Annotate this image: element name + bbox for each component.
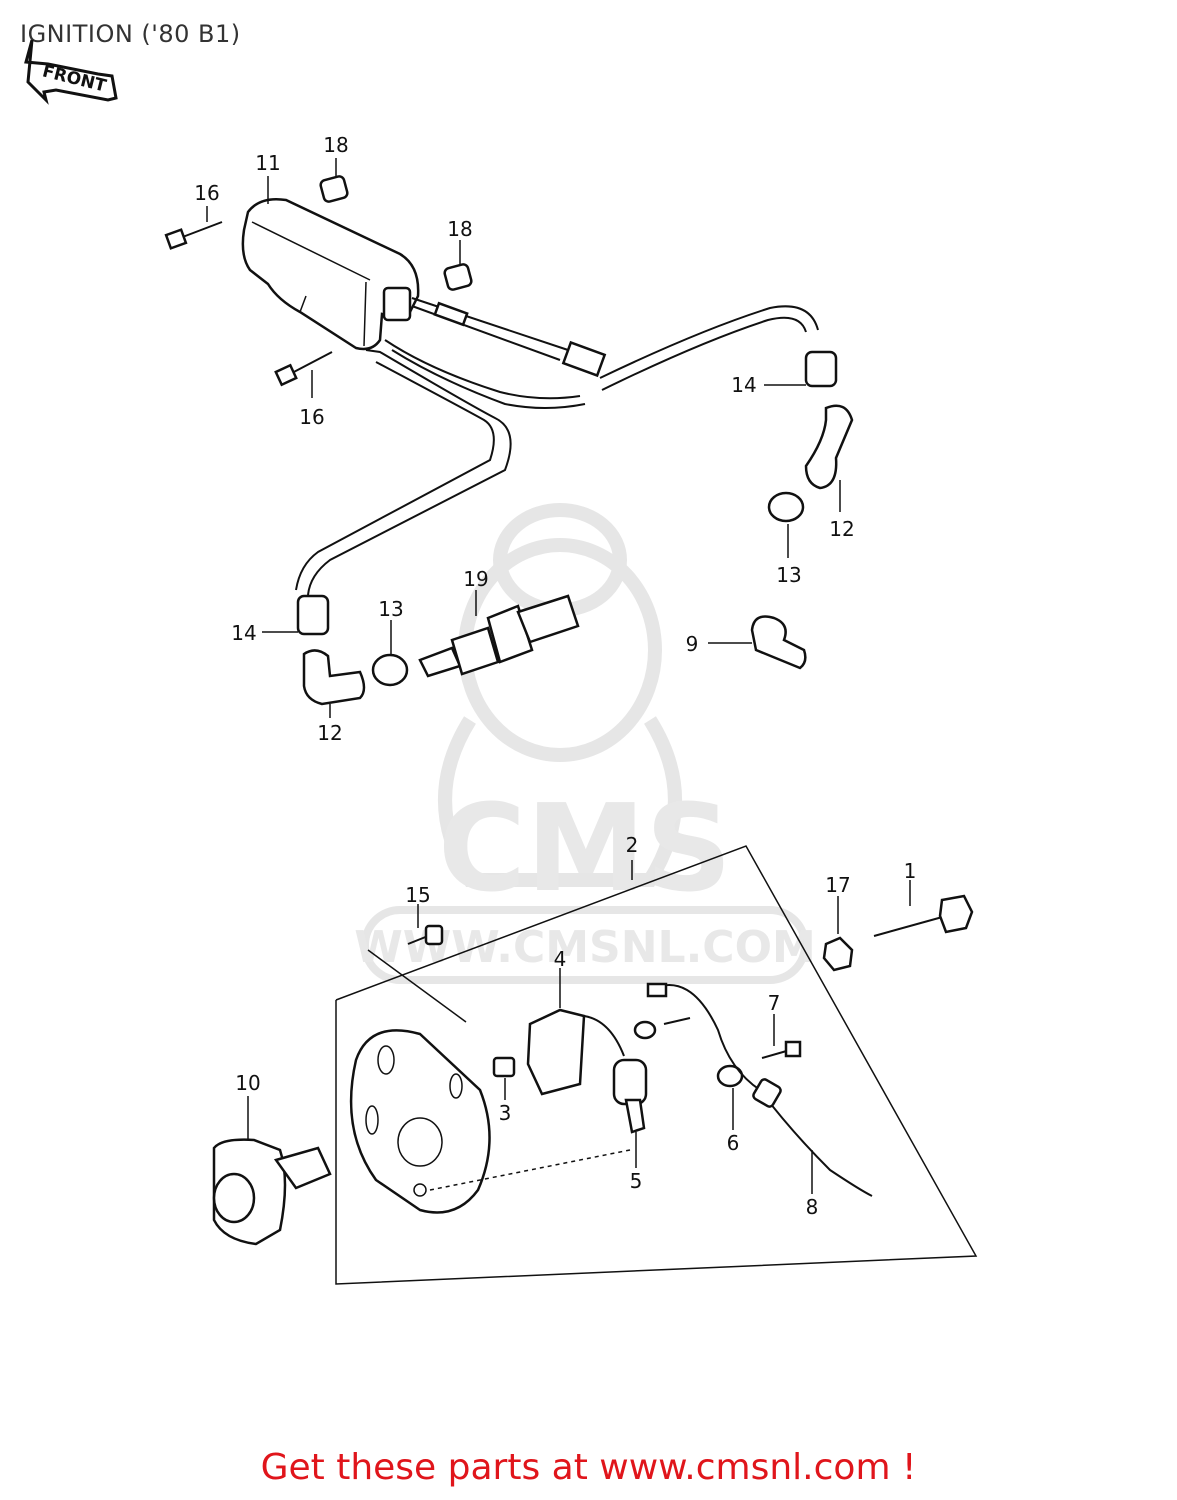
front-arrow-icon: FRONT <box>24 39 118 105</box>
callout-1: 1 <box>904 859 917 883</box>
elbow-12-right <box>804 404 854 490</box>
callout-13b: 13 <box>378 597 403 621</box>
callout-2: 2 <box>626 833 639 857</box>
primary-wire-2 <box>411 297 569 351</box>
nut-17 <box>822 936 854 972</box>
breaker-plate <box>349 1029 491 1214</box>
callout-13a: 13 <box>776 563 801 587</box>
bolt-16a <box>164 221 223 250</box>
clamp-9 <box>750 615 807 670</box>
parts-diagram: CMS WWW.CMSNL.COM FRONT <box>24 39 978 1285</box>
breaker-wire <box>583 1015 625 1057</box>
footer-link[interactable]: Get these parts at www.cmsnl.com ! <box>260 1447 917 1488</box>
cap-14-left <box>296 594 330 636</box>
condenser <box>612 1058 648 1106</box>
callout-12a: 12 <box>829 517 854 541</box>
callout-17: 17 <box>825 873 850 897</box>
callout-9: 9 <box>686 632 699 656</box>
felt-3 <box>492 1056 516 1078</box>
spark-plug <box>418 594 580 678</box>
watermark: CMS WWW.CMSNL.COM <box>354 503 816 984</box>
callout-14a: 14 <box>731 373 756 397</box>
diagram-title: IGNITION ('80 B1) <box>20 20 241 48</box>
callout-7: 7 <box>768 991 781 1015</box>
callout-4: 4 <box>554 947 567 971</box>
callout-12b: 12 <box>317 721 342 745</box>
callout-19: 19 <box>463 567 488 591</box>
callout-3: 3 <box>499 1101 512 1125</box>
ht-lead-right <box>599 305 819 391</box>
callout-18a: 18 <box>323 133 348 157</box>
washer-6 <box>716 1064 744 1088</box>
cap-14-right <box>804 350 838 388</box>
ht-lead-left <box>295 349 512 596</box>
elbow-12-left <box>302 649 366 706</box>
callout-14b: 14 <box>231 621 256 645</box>
assembly-frame <box>335 845 978 1285</box>
callout-15: 15 <box>405 883 430 907</box>
rubber-cap-18b <box>443 263 473 291</box>
screw-15 <box>407 924 444 946</box>
callout-11: 11 <box>255 151 280 175</box>
grommet-13-right <box>767 491 805 523</box>
callout-6: 6 <box>727 1131 740 1155</box>
grommet-13-left <box>371 653 409 687</box>
callout-18b: 18 <box>447 217 472 241</box>
ignition-coil <box>241 198 420 351</box>
watermark-url: WWW.CMSNL.COM <box>354 922 816 973</box>
assembly-frame-leader <box>367 949 467 1023</box>
leader-lines <box>206 158 911 1194</box>
bolt-1 <box>873 894 974 937</box>
bolt-16b <box>274 351 333 387</box>
lead-wire-2 <box>391 349 586 409</box>
callout-10: 10 <box>235 1071 260 1095</box>
watermark-logo: CMS <box>438 780 732 919</box>
callout-16b: 16 <box>299 405 324 429</box>
contact-breaker <box>526 1008 586 1096</box>
callout-8: 8 <box>806 1195 819 1219</box>
rubber-cap-18a <box>319 175 349 203</box>
callout-16a: 16 <box>194 181 219 205</box>
callout-5: 5 <box>630 1169 643 1193</box>
lead-wire <box>384 339 581 400</box>
spark-advancer <box>212 1138 332 1246</box>
